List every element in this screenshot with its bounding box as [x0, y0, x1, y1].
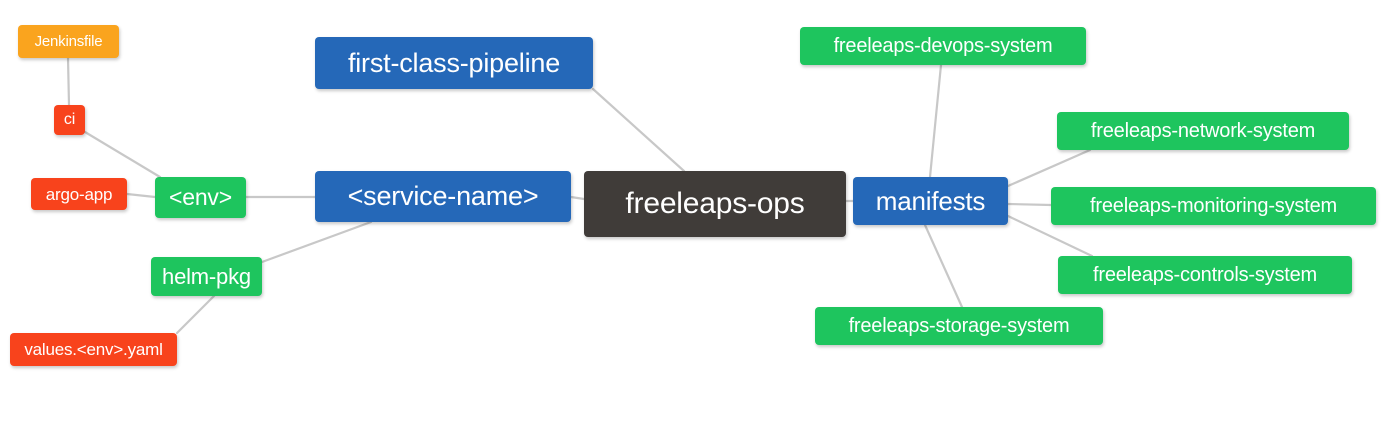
mindmap-node-label: first-class-pipeline: [347, 47, 561, 78]
mindmap-node-label: freeleaps-controls-system: [1093, 264, 1317, 286]
mindmap-node-label: freeleaps-storage-system: [848, 315, 1070, 337]
mindmap-node-label: manifests: [875, 186, 986, 216]
mindmap-node-argo-app[interactable]: argo-app: [31, 178, 127, 210]
mindmap-edge-manifests-to-freeleaps-devops-system: [928, 63, 943, 179]
mindmap-node-label: freeleaps-ops: [625, 187, 805, 220]
mindmap-node-first-class-pipeline[interactable]: first-class-pipeline: [315, 37, 593, 89]
mindmap-node-manifests[interactable]: manifests: [853, 177, 1008, 225]
mindmap-node-label: <env>: [169, 184, 232, 210]
mindmap-node-label: freeleaps-monitoring-system: [1090, 195, 1337, 217]
mindmap-node-label: freeleaps-network-system: [1090, 120, 1316, 142]
mindmap-node-values-env-yaml[interactable]: values.<env>.yaml: [10, 333, 177, 366]
mindmap-edge-helm-pkg-to-service-name: [260, 220, 373, 264]
mindmap-node-freeleaps-ops[interactable]: freeleaps-ops: [584, 171, 846, 237]
mindmap-node-helm-pkg[interactable]: helm-pkg: [151, 257, 262, 296]
mindmap-edge-manifests-to-freeleaps-network-system: [1006, 148, 1092, 188]
mindmap-edge-manifests-to-freeleaps-storage-system: [923, 223, 964, 309]
mindmap-node-ci[interactable]: ci: [54, 105, 85, 135]
mindmap-edge-manifests-to-freeleaps-monitoring-system: [1006, 202, 1053, 207]
mindmap-node-label: argo-app: [45, 184, 113, 204]
mindmap-node-freeleaps-controls-system[interactable]: freeleaps-controls-system: [1058, 256, 1352, 294]
mindmap-edge-ci-to-env: [83, 130, 162, 179]
mindmap-edge-values-env-yaml-to-helm-pkg: [175, 294, 216, 335]
mindmap-node-label: helm-pkg: [162, 263, 251, 289]
mindmap-node-freeleaps-devops-system[interactable]: freeleaps-devops-system: [800, 27, 1086, 65]
mindmap-node-label: values.<env>.yaml: [24, 340, 163, 359]
mindmap-edge-first-class-pipeline-to-freeleaps-ops: [591, 87, 686, 173]
mindmap-node-freeleaps-monitoring-system[interactable]: freeleaps-monitoring-system: [1051, 187, 1376, 225]
mindmap-node-jenkinsfile[interactable]: Jenkinsfile: [18, 25, 119, 58]
mindmap-edge-jenkinsfile-to-ci: [66, 56, 71, 107]
mindmap-edge-argo-app-to-env: [125, 192, 157, 199]
mindmap-edge-service-name-to-freeleaps-ops: [569, 195, 586, 201]
mindmap-node-label: Jenkinsfile: [34, 33, 103, 50]
mindmap-node-freeleaps-network-system[interactable]: freeleaps-network-system: [1057, 112, 1349, 150]
mindmap-node-label: <service-name>: [347, 181, 539, 211]
mindmap-node-label: ci: [63, 111, 76, 128]
mindmap-node-env[interactable]: <env>: [155, 177, 246, 218]
mindmap-node-freeleaps-storage-system[interactable]: freeleaps-storage-system: [815, 307, 1103, 345]
mindmap-node-label: freeleaps-devops-system: [833, 35, 1053, 57]
mindmap-node-service-name[interactable]: <service-name>: [315, 171, 571, 222]
